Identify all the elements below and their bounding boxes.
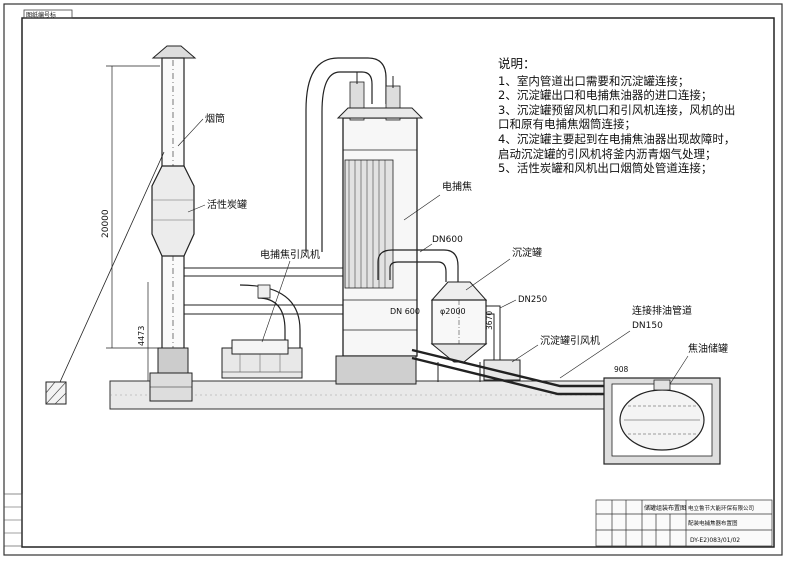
title-block (595, 499, 773, 547)
label-carbon-tank: 活性炭罐 (207, 198, 247, 211)
label-chimney: 烟筒 (205, 112, 225, 125)
label-esp-fan: 电捕焦引风机 (260, 248, 320, 261)
settling-fan-duct (486, 305, 501, 364)
esp-inlet-pipe (305, 57, 387, 252)
oil-drain-pipe (411, 348, 604, 396)
note-line: 2、沉淀罐出口和电捕焦油器的进口连接； (498, 88, 713, 103)
title-subtitle: 配装电捕焦器布置图 (688, 519, 738, 527)
label-small-dim: 908 (614, 365, 629, 374)
note-line: 3、沉淀罐预留风机口和引风机连接，风机的出 (498, 102, 736, 117)
note-line: 1、室内管道出口需要和沉淀罐连接； (498, 73, 690, 88)
note-line: 4、沉淀罐主要起到在电捕焦油器出现故障时， (498, 131, 736, 146)
corner-tag-box (23, 9, 73, 19)
notes-panel: 说明： 1、室内管道出口需要和沉淀罐连接； 2、沉淀罐出口和电捕焦油器的进口连接… (498, 56, 780, 176)
esp-unit (335, 72, 424, 385)
sheet-outer-border (3, 3, 783, 556)
title-company: 电立鲁节大能环保有限公司 (688, 504, 754, 512)
note-line: 启动沉淀罐的引风机将釜内沥青烟气处理； (498, 146, 717, 161)
label-settling-fan: 沉淀罐引风机 (540, 334, 600, 347)
dim-base: 4473 (137, 326, 146, 346)
note-line: 口和原有电捕焦烟筒连接； (498, 117, 636, 132)
oil-tank-pit (603, 377, 721, 465)
label-pipe-dn600-side: DN 600 (390, 307, 420, 316)
notes-title: 说明： (498, 56, 536, 71)
esp-fan (221, 339, 303, 379)
label-pipe-dn250: DN250 (518, 295, 547, 305)
main-ducts (184, 267, 345, 315)
dn600-pipe (377, 249, 459, 282)
esp-fan-duct (239, 284, 301, 352)
label-tank-diameter: φ2000 (440, 307, 466, 316)
label-esp: 电捕焦 (442, 180, 472, 193)
label-tank-height: 3670 (485, 311, 494, 330)
height-dimension (106, 65, 160, 381)
dim-height: 20000 (101, 209, 111, 238)
label-oil-tank: 焦油储罐 (688, 342, 728, 355)
label-oil-pipe-dn: DN150 (632, 321, 663, 331)
revision-strip (3, 493, 23, 547)
label-settling-tank: 沉淀罐 (512, 246, 542, 259)
label-pipe-dn600-top: DN600 (432, 235, 463, 245)
sheet-inner-border (21, 17, 775, 548)
note-line: 5、活性炭罐和风机出口烟筒处管道连接； (498, 161, 713, 176)
label-oil-pipe: 连接排油管道 (632, 304, 692, 317)
carbon-tank (151, 165, 195, 257)
title-drawing-no: DY-E2)083/01/02 (690, 537, 740, 544)
settling-tank (430, 281, 488, 382)
guy-wire (59, 151, 165, 383)
corner-tag: 图纸编号标 (26, 11, 56, 19)
title-drawing-name: 储罐组装布置图 (644, 504, 686, 512)
